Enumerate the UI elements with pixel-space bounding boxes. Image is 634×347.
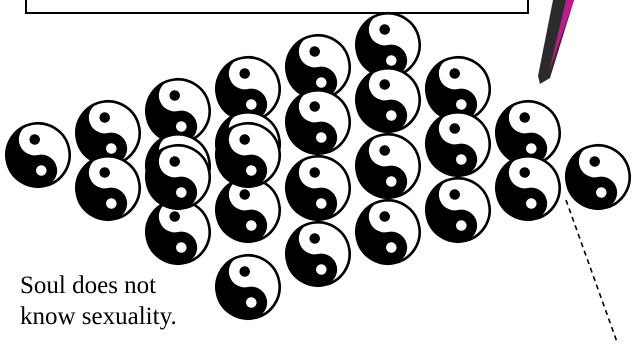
yin-yang-icon: [420, 106, 495, 181]
yin-yang-icon: [0, 117, 75, 192]
dashed-pointer-line: [566, 200, 617, 342]
yin-yang-icon: [280, 216, 355, 291]
yin-yang-icon: [420, 172, 495, 247]
yin-yang-icon: [210, 249, 285, 324]
caption-line-2: know sexuality.: [20, 301, 177, 332]
yin-yang-icon: [350, 194, 425, 269]
yin-yang-icon: [280, 150, 355, 225]
top-text-box: [26, 0, 528, 13]
yin-yang-icon: [350, 62, 425, 137]
pen-icon: [538, 0, 574, 84]
yin-yang-icon: [490, 150, 565, 225]
yin-yang-icon: [280, 84, 355, 159]
caption-text: Soul does not know sexuality.: [20, 270, 177, 332]
yin-yang-icon: [560, 139, 634, 214]
yin-yang-icon: [350, 128, 425, 203]
caption-line-1: Soul does not: [20, 270, 177, 301]
yin-yang-icon: [70, 150, 145, 225]
